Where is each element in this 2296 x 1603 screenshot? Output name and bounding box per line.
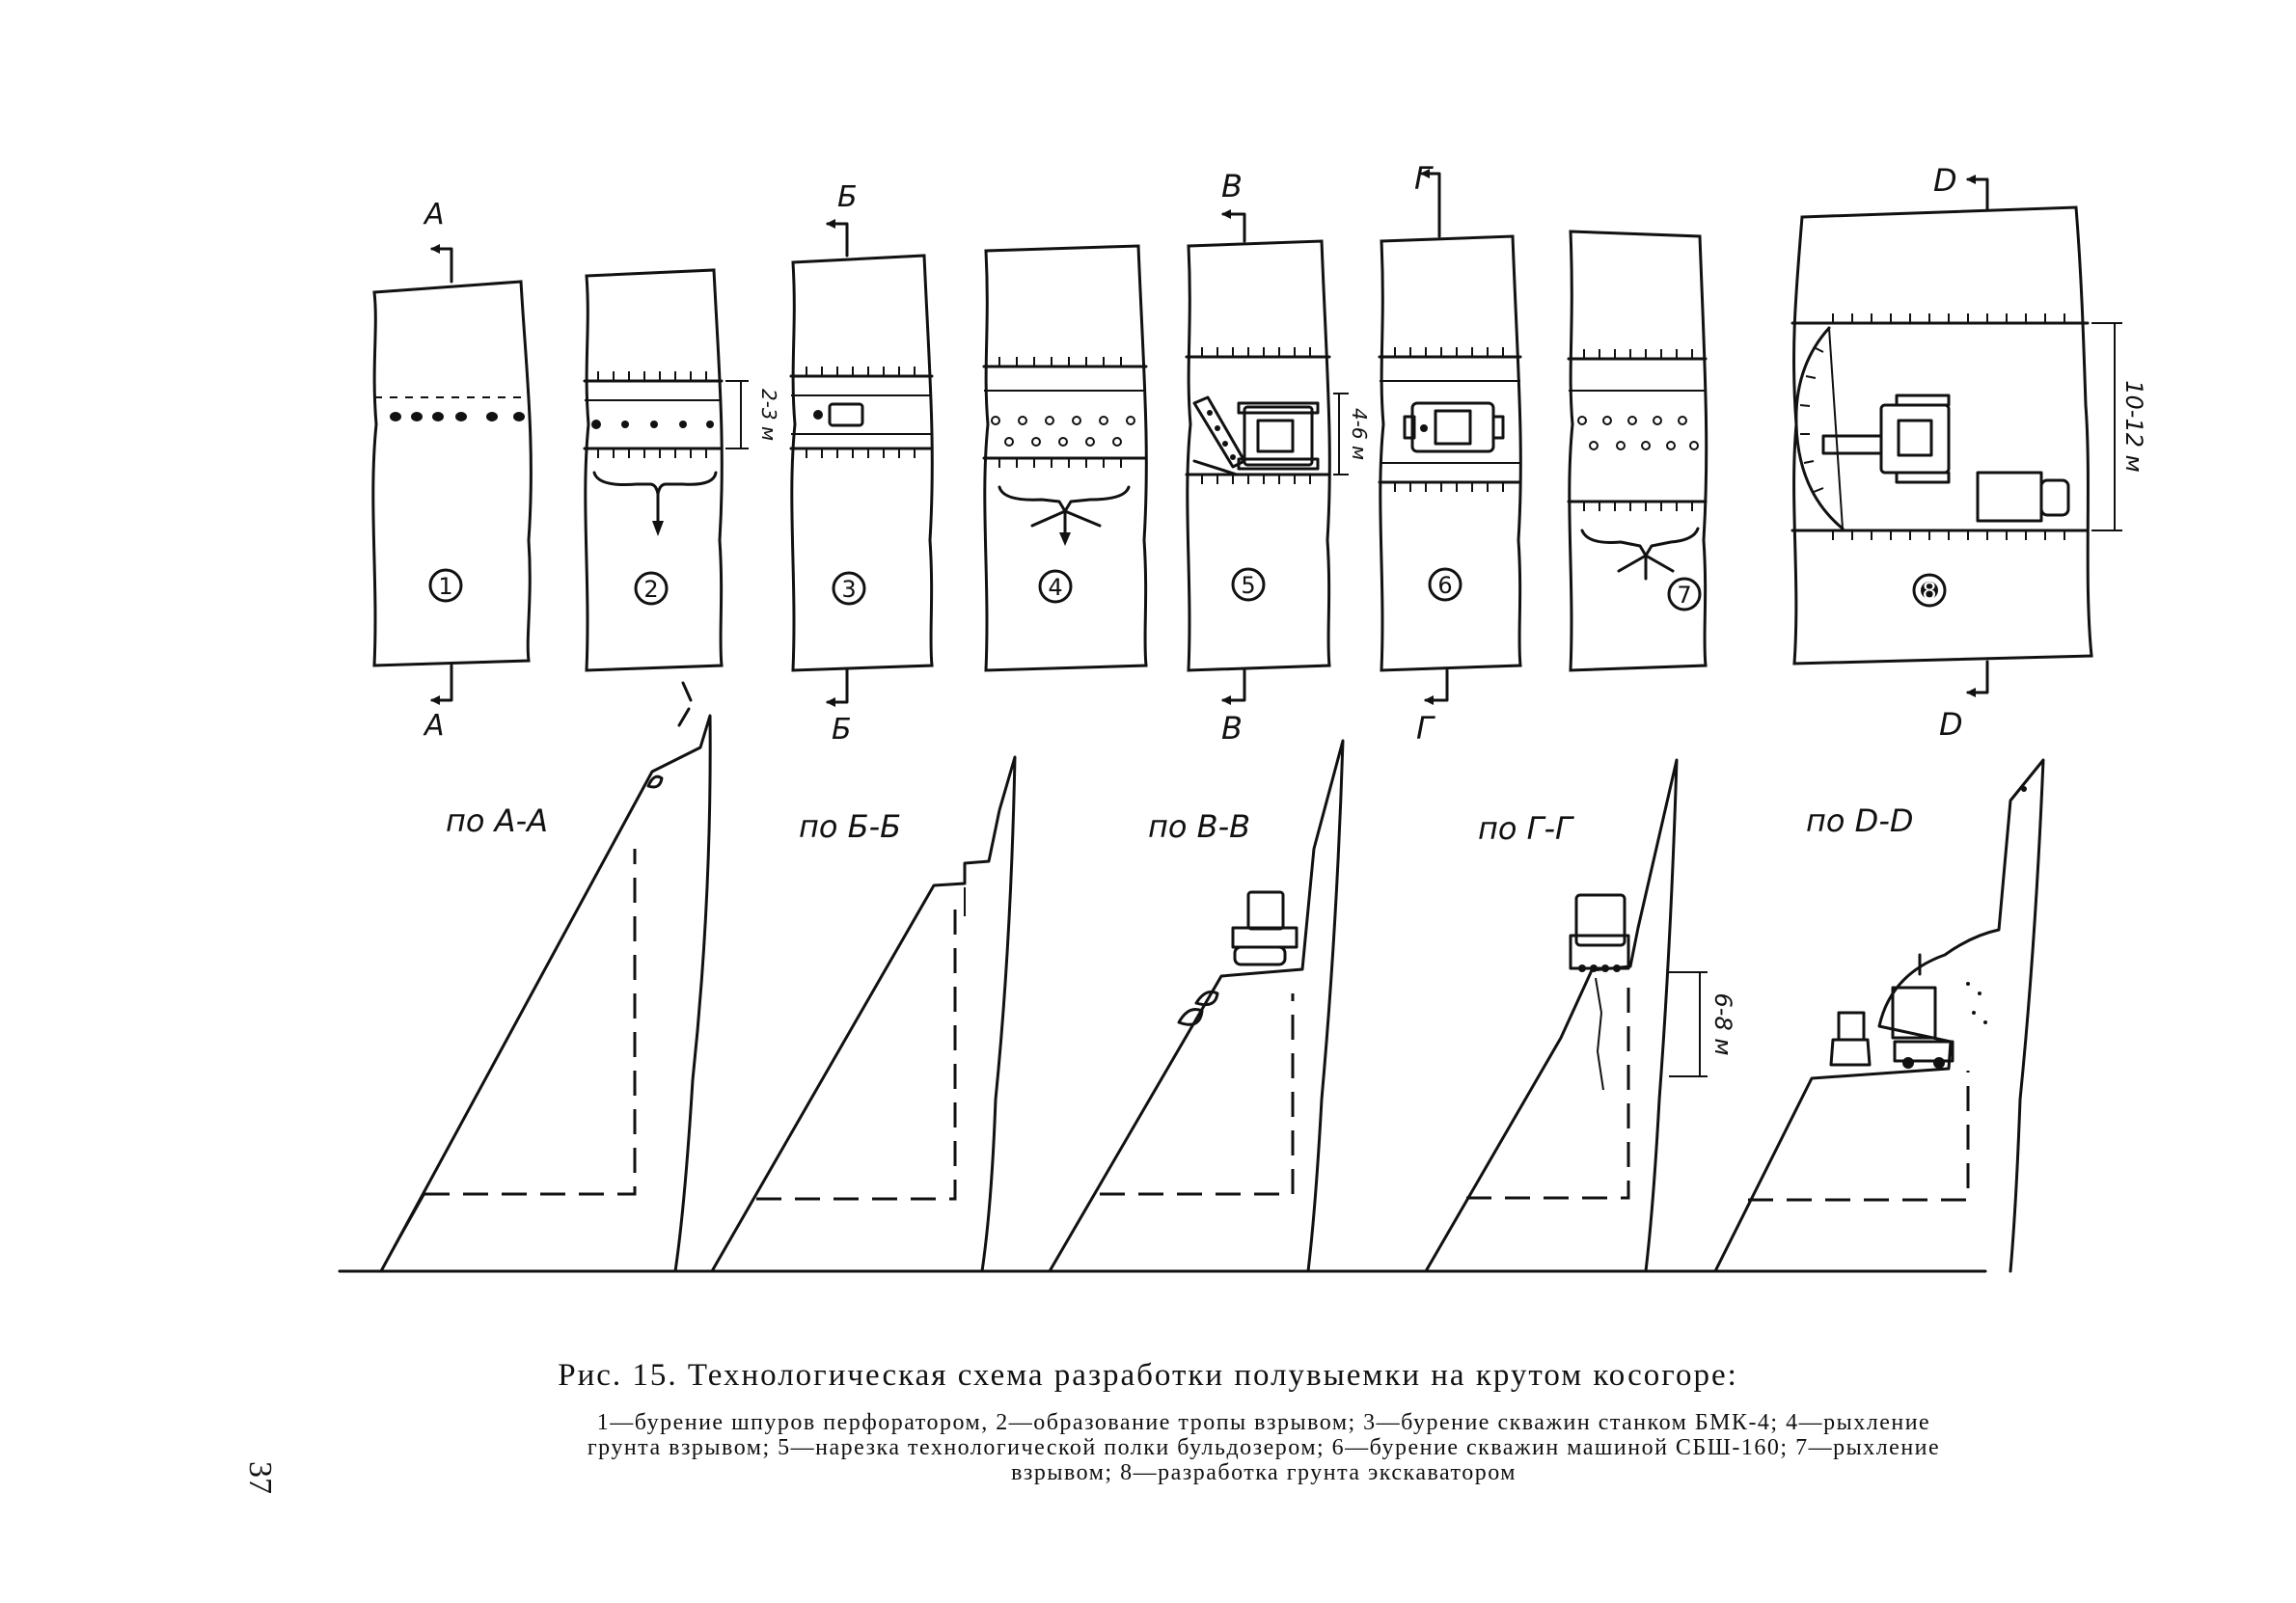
section-mark-bottom: А: [423, 709, 445, 743]
page-number: 37: [242, 1461, 278, 1494]
legend-line: 1—бурение шпуров перфоратором, 2—образов…: [596, 1410, 1931, 1435]
dimension-shelf-width: 4-6 м: [1348, 408, 1371, 460]
plan-number: 4: [1048, 574, 1062, 601]
section-mark-bottom: Г: [1416, 710, 1435, 747]
plan-number: 1: [438, 573, 452, 600]
plan-number: 6: [1437, 572, 1452, 599]
cross-section-label: по D-D: [1806, 802, 1914, 839]
figure-caption-legend: 1—бурение шпуров перфоратором, 2—образов…: [386, 1410, 2142, 1485]
plan-view-4: 4: [982, 244, 1148, 672]
plan-number: 7: [1677, 582, 1691, 609]
plan-number: 2: [643, 576, 658, 603]
plan-view-3: 3 Б Б: [789, 180, 934, 747]
cross-section-g-g: 6-8 м по Г-Г: [1424, 758, 1736, 1273]
plan-view-7: 7: [1567, 230, 1708, 672]
legend-line: взрывом; 8—разработка грунта экскаваторо…: [1011, 1460, 1517, 1485]
section-mark-bottom: Б: [832, 713, 852, 747]
figure-caption-title: Рис. 15. Технологическая схема разработк…: [558, 1358, 1738, 1393]
cross-section-d-d: по D-D: [1713, 758, 2045, 1273]
dimension-excavation-width: 10-12 м: [2120, 380, 2147, 472]
section-mark-bottom: D: [1939, 706, 1963, 743]
cross-section-label: по А-А: [446, 802, 548, 839]
plan-view-2: 2 2-3 м: [583, 268, 780, 672]
cross-section-label: по Г-Г: [1478, 810, 1574, 847]
dimension-bench-height: 6-8 м: [1709, 993, 1736, 1056]
cross-section-b-b: по Б-Б: [710, 755, 1017, 1273]
plan-number: 3: [841, 576, 856, 603]
cross-section-a-a: по А-А: [379, 681, 712, 1273]
section-mark-top: В: [1221, 168, 1243, 204]
cross-section-v-v: по В-В: [1048, 739, 1345, 1273]
plan-view-8: 8 D D 10-12 м: [1790, 162, 2147, 743]
plan-number: 5: [1241, 572, 1255, 599]
dimension-trail-width: 2-3 м: [757, 389, 780, 441]
cross-section-label: по В-В: [1148, 808, 1250, 845]
section-mark-bottom: В: [1221, 710, 1243, 747]
section-mark-top: Б: [837, 180, 858, 214]
section-mark-top: Г: [1414, 160, 1434, 197]
plan-view-1: 1 А А: [371, 198, 533, 743]
cross-section-label: по Б-Б: [799, 808, 901, 845]
legend-line: грунта взрывом; 5—нарезка технологическо…: [587, 1435, 1941, 1460]
section-mark-top: А: [423, 198, 445, 231]
plan-view-5: 5 В В 4-6 м: [1185, 168, 1371, 747]
plan-number: 8: [1922, 578, 1936, 605]
section-mark-top: D: [1933, 162, 1957, 199]
plan-view-6: 6 Г Г: [1378, 160, 1522, 747]
